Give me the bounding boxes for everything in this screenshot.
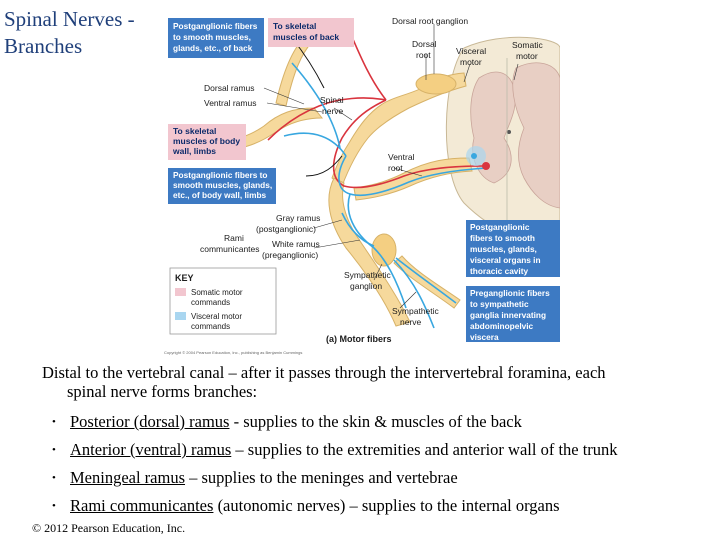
svg-text:Somatic motor: Somatic motor — [191, 288, 243, 297]
svg-text:smooth muscles, glands,: smooth muscles, glands, — [173, 180, 272, 190]
label-sympathetic-nerve-2: nerve — [400, 317, 422, 327]
intro-line-1: Distal to the vertebral canal – after it… — [42, 363, 606, 382]
svg-text:to sympathetic: to sympathetic — [470, 299, 529, 309]
term-rami-communicantes: Rami communicantes — [70, 496, 214, 515]
figure-copyright: Copyright © 2004 Pearson Education, Inc.… — [164, 350, 302, 355]
spinal-cord — [445, 36, 560, 240]
label-ventral-root-2: root — [388, 163, 403, 173]
desc-anterior-ramus: – supplies to the extremities and anteri… — [231, 440, 618, 459]
label-gray-ramus-2: (postganglionic) — [256, 224, 316, 234]
somatic-neuron — [482, 162, 490, 170]
list-item: • Rami communicantes (autonomic nerves) –… — [38, 493, 708, 521]
svg-text:abdominopelvic: abdominopelvic — [470, 321, 534, 331]
label-visceral-motor-2: motor — [460, 57, 482, 67]
label-sympathetic-ganglion-2: ganglion — [350, 281, 382, 291]
svg-text:muscles of back: muscles of back — [273, 32, 339, 42]
visceral-neuron — [471, 153, 477, 159]
svg-text:ganglia innervating: ganglia innervating — [470, 310, 546, 320]
label-white-ramus-2: (preganglionic) — [262, 250, 318, 260]
key-visceral-swatch — [175, 312, 186, 320]
footer-copyright: © 2012 Pearson Education, Inc. — [32, 521, 186, 535]
leader-lines — [263, 24, 519, 309]
desc-meningeal-ramus: – supplies to the meninges and vertebrae — [185, 468, 458, 487]
label-ventral-ramus: Ventral ramus — [204, 98, 256, 108]
label-rami-2: communicantes — [200, 244, 260, 254]
slide-title: Spinal Nerves - Branches — [4, 7, 135, 58]
key-somatic-swatch — [175, 288, 186, 296]
svg-text:To skeletal: To skeletal — [273, 21, 316, 31]
desc-posterior-ramus: - supplies to the skin & muscles of the … — [229, 412, 522, 431]
svg-text:commands: commands — [191, 298, 230, 307]
bullet-glyph: • — [52, 500, 56, 512]
svg-text:viscera: viscera — [470, 332, 499, 342]
label-ventral-root-1: Ventral — [388, 152, 415, 162]
svg-text:Preganglionic fibers: Preganglionic fibers — [470, 288, 550, 298]
svg-text:Visceral motor: Visceral motor — [191, 312, 242, 321]
label-sympathetic-nerve-1: Sympathetic — [392, 306, 440, 316]
label-sympathetic-ganglion-1: Sympathetic — [344, 270, 392, 280]
term-anterior-ramus: Anterior (ventral) ramus — [70, 440, 232, 459]
label-visceral-motor-1: Visceral — [456, 46, 486, 56]
intro-paragraph: Distal to the vertebral canal – after it… — [38, 363, 708, 401]
label-postgang-thoracic: Postganglionic fibers to smooth muscles,… — [466, 220, 560, 277]
bullet-glyph: • — [52, 444, 56, 456]
desc-rami-communicantes: (autonomic nerves) – supplies to the int… — [213, 496, 560, 515]
svg-text:glands, etc., of back: glands, etc., of back — [173, 43, 253, 53]
label-white-ramus-1: White ramus — [272, 239, 320, 249]
svg-text:To skeletal: To skeletal — [173, 126, 216, 136]
svg-text:fibers to smooth: fibers to smooth — [470, 233, 535, 243]
bullet-glyph: • — [52, 416, 56, 428]
term-meningeal-ramus: Meningeal ramus — [70, 468, 186, 487]
diagram-svg: Postganglionic fibers to smooth muscles,… — [164, 16, 560, 355]
label-gray-ramus-1: Gray ramus — [276, 213, 320, 223]
label-somatic-motor-2: motor — [516, 51, 538, 61]
spinal-nerve-diagram: Postganglionic fibers to smooth muscles,… — [164, 8, 560, 358]
term-posterior-ramus: Posterior (dorsal) ramus — [70, 412, 230, 431]
label-dorsal-root-1: Dorsal — [412, 39, 437, 49]
list-item: • Posterior (dorsal) ramus - supplies to … — [38, 409, 708, 437]
svg-text:to smooth muscles,: to smooth muscles, — [173, 32, 251, 42]
bullet-glyph: • — [52, 472, 56, 484]
label-spinal-nerve-1: Spinal — [320, 95, 344, 105]
list-item: • Meningeal ramus – supplies to the menin… — [38, 465, 708, 493]
branch-list: • Posterior (dorsal) ramus - supplies to … — [38, 409, 708, 521]
svg-text:muscles of body: muscles of body — [173, 136, 240, 146]
svg-text:Postganglionic fibers to: Postganglionic fibers to — [173, 170, 268, 180]
label-rami-1: Rami — [224, 233, 244, 243]
label-dorsal-ramus: Dorsal ramus — [204, 83, 255, 93]
figure-caption: (a) Motor fibers — [326, 334, 392, 344]
intro-line-2: spinal nerve forms branches: — [67, 382, 258, 401]
label-dorsal-root-ganglion: Dorsal root ganglion — [392, 16, 468, 26]
label-postgang-limbs: Postganglionic fibers to smooth muscles,… — [168, 168, 276, 204]
label-to-skeletal-limbs: To skeletal muscles of body wall, limbs — [168, 124, 246, 160]
svg-text:visceral organs in: visceral organs in — [470, 255, 541, 265]
svg-text:muscles, glands,: muscles, glands, — [470, 244, 537, 254]
svg-text:commands: commands — [191, 322, 230, 331]
label-somatic-motor-1: Somatic — [512, 40, 543, 50]
svg-text:wall, limbs: wall, limbs — [172, 146, 216, 156]
key-title: KEY — [175, 273, 194, 283]
label-spinal-nerve-2: nerve — [322, 106, 344, 116]
label-postgang-top: Postganglionic fibers to smooth muscles,… — [168, 18, 264, 58]
svg-text:etc., of body wall, limbs: etc., of body wall, limbs — [173, 190, 267, 200]
svg-text:Postganglionic: Postganglionic — [470, 222, 530, 232]
label-to-skeletal-back: To skeletal muscles of back — [268, 18, 354, 47]
list-item: • Anterior (ventral) ramus – supplies to … — [38, 437, 708, 465]
label-pregang: Preganglionic fibers to sympathetic gang… — [466, 286, 560, 342]
label-dorsal-root-2: root — [416, 50, 431, 60]
body-text: Distal to the vertebral canal – after it… — [38, 363, 708, 521]
svg-text:Postganglionic fibers: Postganglionic fibers — [173, 21, 258, 31]
svg-text:thoracic cavity: thoracic cavity — [470, 266, 528, 276]
key-box: KEY Somatic motor commands Visceral moto… — [169, 267, 277, 335]
